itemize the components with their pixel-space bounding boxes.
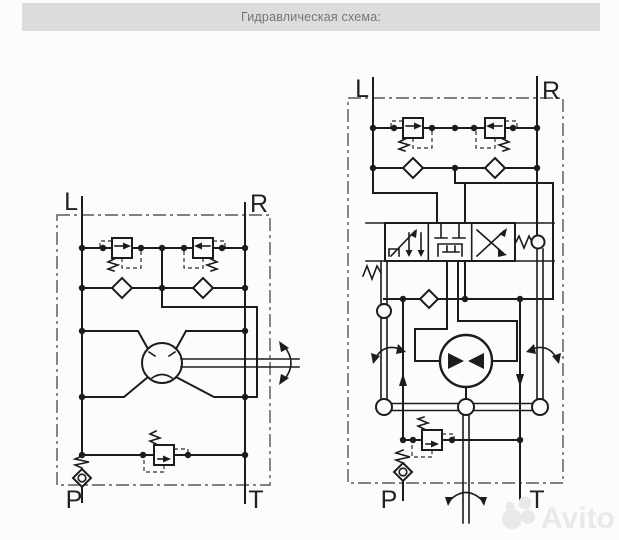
- steering-column: [445, 414, 487, 524]
- right-gallery-routing: [372, 167, 554, 300]
- port-label-R: R: [250, 190, 268, 218]
- rotation-arrow-icon: [526, 344, 561, 364]
- check-valve-spring: [71, 454, 93, 503]
- rotation-arrow-icon: [371, 344, 406, 364]
- port-label-P: P: [381, 486, 398, 514]
- check-valve: [191, 276, 215, 300]
- check-valve: [110, 276, 134, 300]
- port-label-P: P: [66, 486, 83, 514]
- check-valve: [418, 288, 440, 310]
- valve-spring: [361, 263, 383, 282]
- relief-valve: [411, 415, 455, 458]
- left-schematic: L R P T: [56, 188, 300, 514]
- left-enclosure-border: [56, 214, 271, 486]
- left-meter-top-links: [81, 329, 246, 351]
- port-circle: [531, 398, 549, 416]
- rotary-meter: [141, 342, 183, 384]
- port-label-R: R: [542, 77, 560, 105]
- relief-valve: [183, 237, 226, 273]
- directional-valve: [361, 222, 555, 282]
- relief-valve: [143, 429, 189, 473]
- avito-watermark: Avito: [502, 496, 615, 535]
- left-center-gallery: [161, 247, 258, 398]
- port-label-T: T: [529, 486, 544, 514]
- page-title: Гидравлическая схема:: [240, 10, 382, 24]
- port-label-T: T: [248, 486, 263, 514]
- check-valve-spring: [392, 448, 414, 501]
- relief-valve: [475, 117, 518, 153]
- right-schematic: L R P T: [347, 75, 564, 524]
- rotation-arrow-icon: [279, 341, 292, 385]
- relief-valve: [99, 237, 142, 273]
- junction-dots: [78, 244, 249, 459]
- flow-up-arrow-icon: [399, 373, 407, 386]
- avito-logo-icon: [502, 509, 522, 529]
- avito-logo-icon: [521, 510, 535, 524]
- valve-spring: [514, 234, 534, 251]
- check-valve: [483, 156, 507, 180]
- steering-shaft: [180, 358, 300, 368]
- check-valve: [401, 156, 425, 180]
- right-enclosure-border: [347, 97, 564, 484]
- port-label-L: L: [355, 75, 369, 103]
- port-circle: [530, 234, 546, 250]
- port-circle: [457, 398, 475, 416]
- port-label-L: L: [64, 188, 78, 216]
- port-circle: [375, 398, 393, 416]
- flow-down-arrow-icon: [516, 374, 524, 387]
- relief-valve: [390, 117, 433, 153]
- left-hose-column: [380, 260, 388, 400]
- right-hose-column: [536, 248, 544, 400]
- avito-watermark-text: Avito: [541, 502, 615, 535]
- hydraulic-motor: [438, 333, 494, 389]
- motor-loop-lines: [414, 260, 518, 400]
- avito-logo-icon: [518, 496, 532, 510]
- avito-logo-icon: [505, 501, 515, 511]
- port-circle: [376, 303, 392, 319]
- junction-dots: [369, 124, 541, 444]
- header-bar: Гидравлическая схема:: [22, 3, 600, 31]
